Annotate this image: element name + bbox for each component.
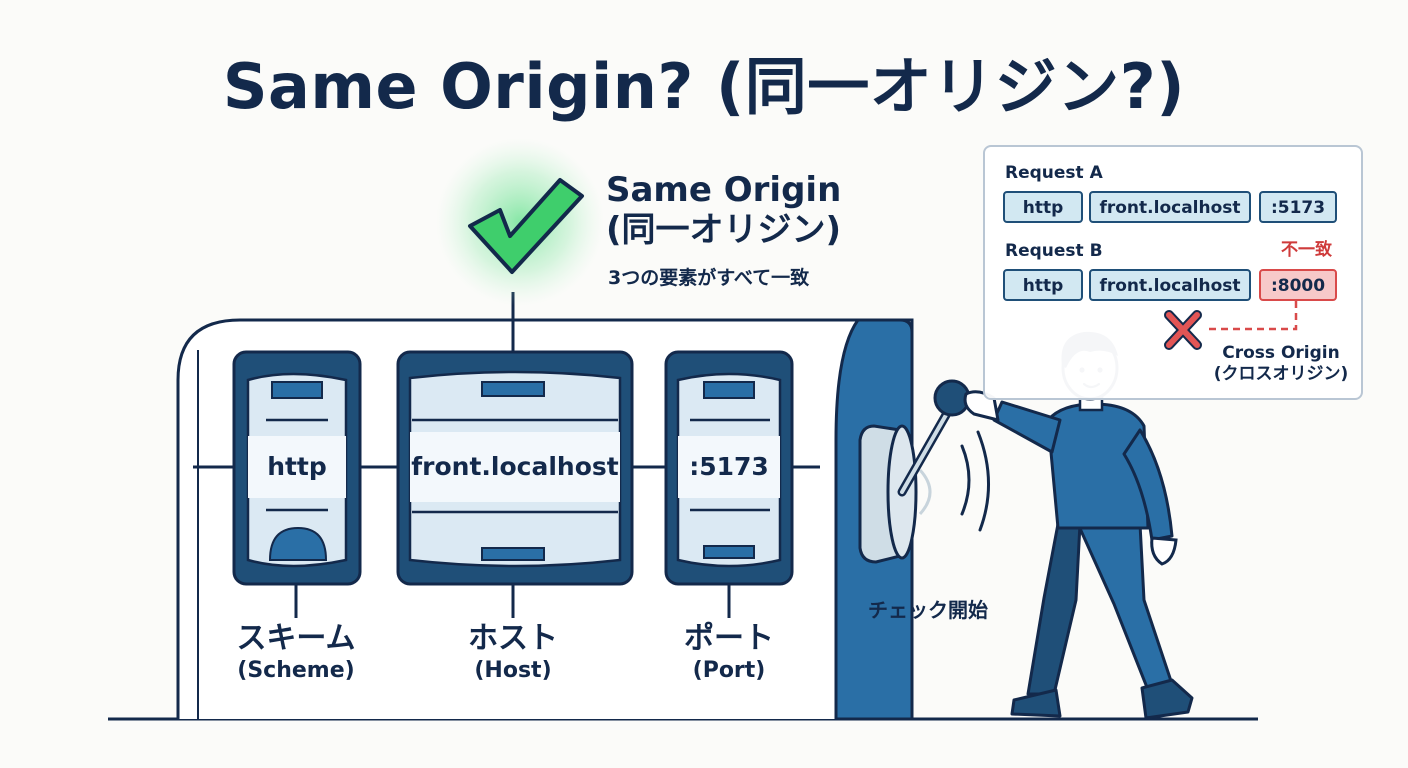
page-title: Same Origin? (同一オリジン?) [222,50,1186,123]
label-host-jp: ホスト [468,621,558,656]
reel-port [664,350,794,586]
motion-mark [976,430,991,532]
request-a-host: front.localhost [1089,191,1251,223]
status-line2: (同一オリジン) [606,210,842,251]
lever-label: チェック開始 [868,598,988,622]
cross-icon [1164,310,1202,350]
reel-scheme-value: http [267,452,327,481]
request-a-label: Request A [1005,163,1103,183]
label-scheme-jp: スキーム [236,621,356,656]
cross-origin-en: Cross Origin [1222,343,1340,363]
request-b-scheme: http [1003,269,1083,301]
reel-host [396,350,634,586]
motion-mark [960,444,971,516]
request-a-port: :5173 [1259,191,1337,223]
reel-scheme [232,350,362,586]
mismatch-dashed-line [1205,301,1298,331]
check-icon [468,178,584,274]
comparison-panel: Request A http front.localhost :5173 Req… [983,145,1363,400]
cross-origin-jp: (クロスオリジン) [1213,364,1349,385]
status-subtitle: 3つの要素がすべて一致 [608,267,810,289]
label-port: ポート (Port) [639,620,819,683]
cross-origin-label: Cross Origin (クロスオリジン) [1201,343,1361,386]
status-line1: Same Origin [606,170,842,210]
label-scheme-en: (Scheme) [237,657,355,683]
request-a-scheme: http [1003,191,1083,223]
reel-host-value: front.localhost [411,452,619,481]
request-b-host: front.localhost [1089,269,1251,301]
label-host: ホスト (Host) [423,620,603,683]
status-title: Same Origin (同一オリジン) [606,170,841,250]
label-scheme: スキーム (Scheme) [206,620,386,683]
label-port-jp: ポート [684,621,774,656]
label-port-en: (Port) [692,657,766,683]
request-b-port: :8000 [1259,269,1337,301]
mismatch-label: 不一致 [1281,240,1332,260]
label-host-en: (Host) [474,657,552,683]
lever[interactable] [858,379,971,564]
request-b-label: Request B [1005,241,1103,261]
mismatch-graphics [1164,301,1298,350]
person-figure [963,331,1194,720]
reel-port-value: :5173 [689,452,769,481]
